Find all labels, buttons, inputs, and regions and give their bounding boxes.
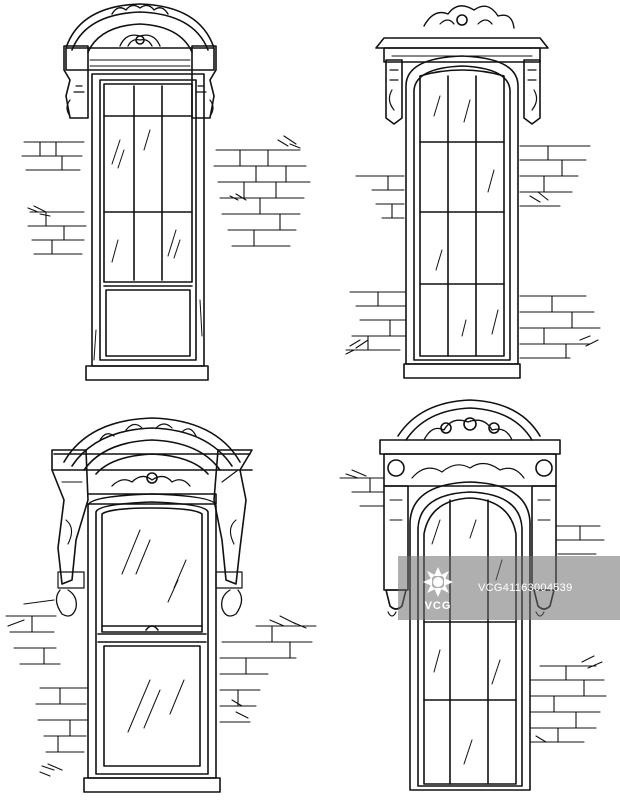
watermark-banner: VCG VCG41163004539: [398, 556, 620, 620]
window-top-right: [345, 5, 601, 379]
window-top-left: [21, 3, 311, 381]
watermark-code: VCG41163004539: [478, 582, 573, 594]
window-bottom-left: [5, 417, 317, 793]
window-bottom-right: [339, 399, 607, 791]
watermark-brand: VCG: [424, 599, 452, 612]
vcg-logo-icon: [423, 566, 453, 597]
vcg-logo: VCG: [398, 556, 478, 620]
